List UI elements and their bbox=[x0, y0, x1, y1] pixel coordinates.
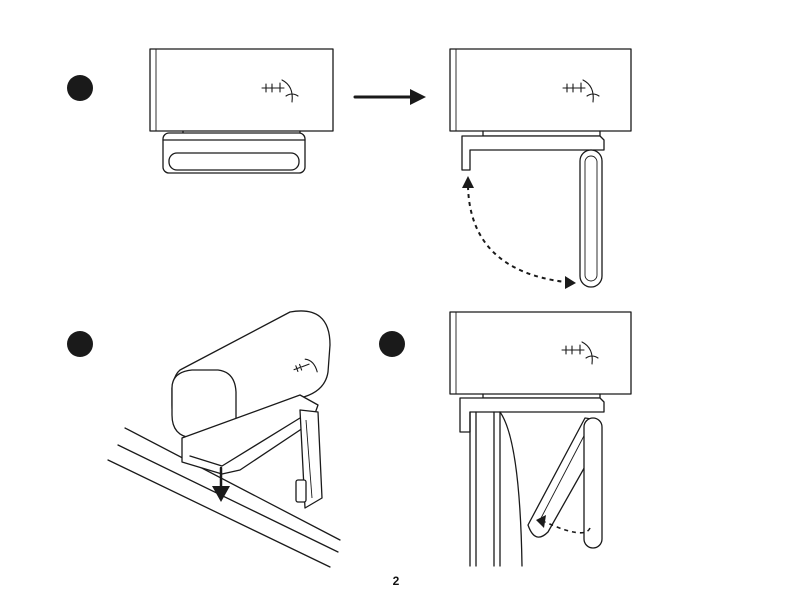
webcam-mounting-figure bbox=[108, 311, 340, 567]
page-number: 2 bbox=[386, 574, 406, 588]
curved-dashed-arrow-icon bbox=[462, 176, 474, 188]
arrow-right-icon bbox=[355, 89, 426, 105]
webcam-unfolded-figure bbox=[450, 49, 631, 289]
webcam-folded-figure bbox=[150, 49, 333, 173]
webcam-clamped-figure bbox=[450, 312, 631, 566]
